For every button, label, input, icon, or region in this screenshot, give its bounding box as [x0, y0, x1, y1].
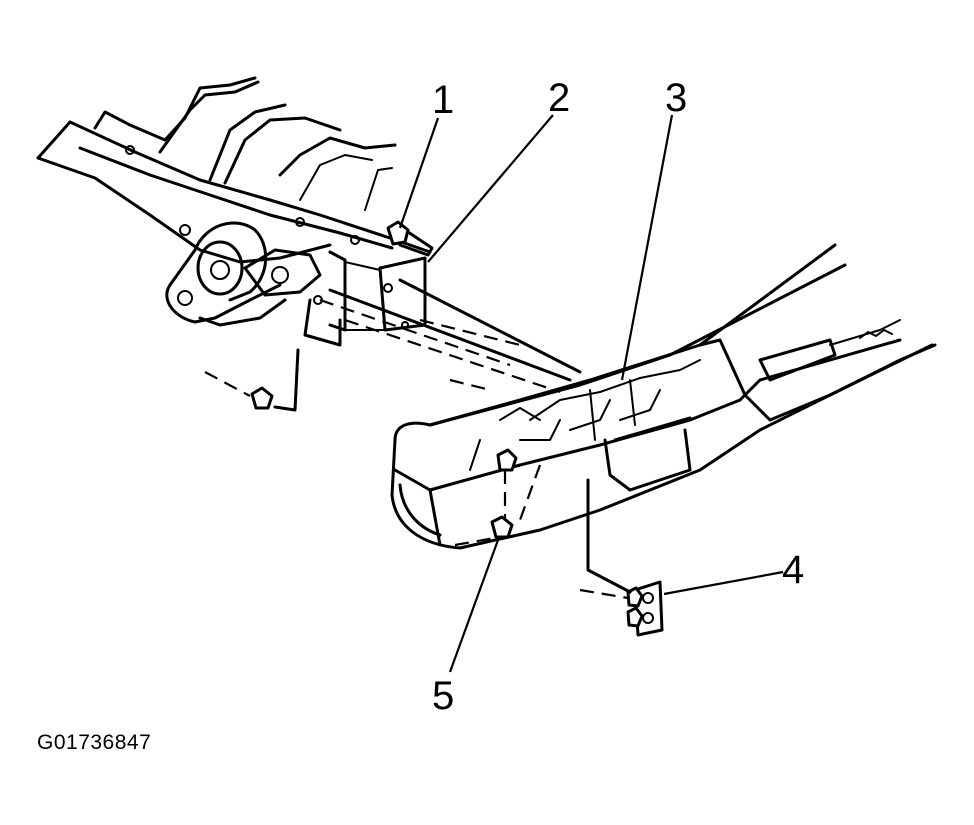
rear-bumper — [390, 243, 937, 550]
bracket-4 — [579, 478, 664, 637]
callout-1: 1 — [432, 78, 455, 122]
callout-3: 3 — [665, 76, 688, 120]
frame-bracket — [243, 248, 427, 347]
frame-rail — [36, 76, 432, 264]
spring-hanger — [165, 221, 287, 327]
nut-1 — [386, 220, 434, 257]
callout-4: 4 — [782, 548, 805, 592]
bumper-bolts — [454, 448, 542, 547]
callout-5: 5 — [432, 674, 455, 718]
alignment-lines — [319, 278, 582, 394]
figure-id-label: G01736847 — [37, 731, 152, 754]
callout-2: 2 — [548, 76, 571, 120]
leader-lines — [398, 114, 784, 673]
nut-lower-left — [204, 348, 300, 412]
